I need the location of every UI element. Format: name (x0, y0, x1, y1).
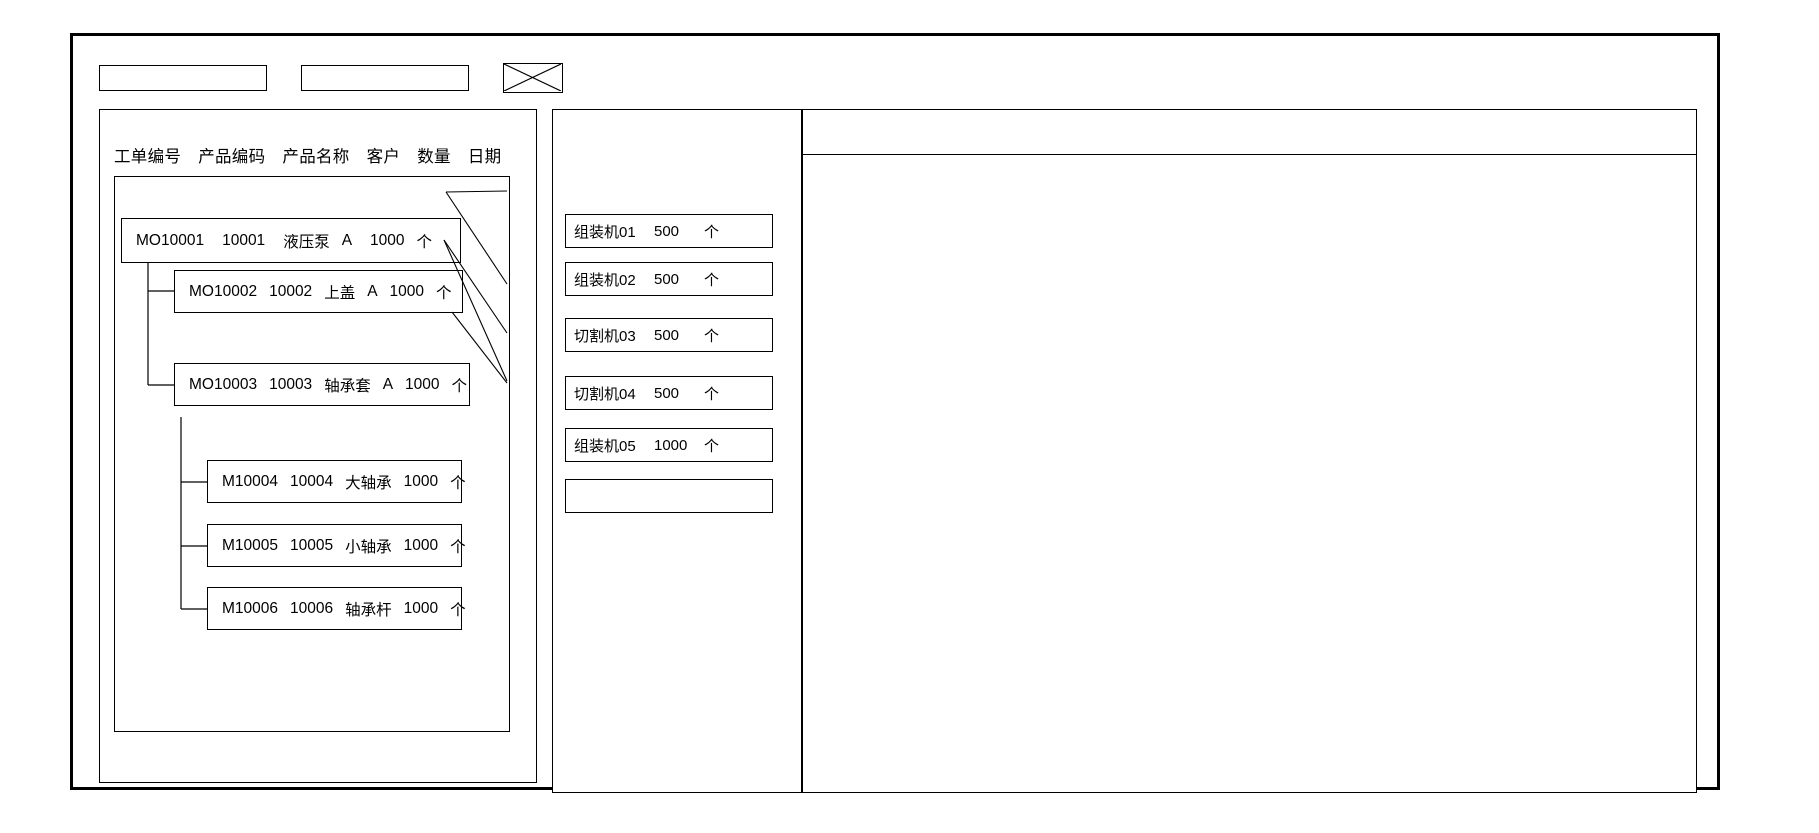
work-order-tree-container: MO10001 10001 液压泵 A 1000 个 MO10002 10002… (114, 176, 510, 732)
toolbar-field-2[interactable] (301, 65, 469, 91)
machine-row-empty[interactable] (565, 479, 773, 513)
tree-row[interactable]: MO10002 10002 上盖 A 1000 个 (174, 270, 463, 313)
machine-unit: 个 (704, 327, 720, 345)
row-order-no: M10005 (222, 536, 279, 554)
machine-row[interactable]: 组装机01 500 个 (565, 214, 773, 248)
row-order-no: MO10002 (189, 282, 258, 300)
row-product-name: 小轴承 (345, 538, 392, 556)
row-order-no: MO10003 (189, 375, 258, 393)
row-quantity: 1000 (405, 375, 440, 393)
row-product-code: 10006 (290, 599, 334, 617)
row-quantity: 1000 (403, 599, 439, 617)
row-unit: 个 (450, 601, 466, 619)
column-header-order-no: 工单编号 (114, 148, 182, 166)
row-product-code: 10001 (222, 231, 266, 249)
row-quantity: 1000 (389, 282, 425, 300)
machine-row[interactable]: 组装机02 500 个 (565, 262, 773, 296)
row-product-name: 轴承套 (324, 377, 371, 395)
machine-quantity: 500 (654, 384, 680, 402)
work-order-panel: 工单编号 产品编码 产品名称 客户 数量 日期 (99, 109, 537, 783)
row-customer: A (382, 375, 394, 393)
row-product-code: 10003 (269, 375, 313, 393)
tree-row[interactable]: M10006 10006 轴承杆 1000 个 (207, 587, 466, 630)
row-product-name: 轴承杆 (345, 601, 392, 619)
machine-name: 切割机03 (574, 327, 636, 345)
row-unit: 个 (451, 377, 468, 395)
machine-quantity: 500 (654, 222, 680, 240)
machine-name: 切割机04 (574, 385, 636, 403)
machine-unit: 个 (704, 271, 720, 289)
toolbar-field-1[interactable] (99, 65, 267, 91)
column-header-date: 日期 (467, 148, 502, 166)
column-header-quantity: 数量 (417, 148, 451, 166)
row-unit: 个 (416, 233, 433, 251)
tree-row[interactable]: MO10003 10003 轴承套 A 1000 个 (174, 363, 470, 406)
row-customer: A (367, 282, 378, 300)
machine-row[interactable]: 组装机05 1000 个 (565, 428, 773, 462)
row-order-no: M10006 (222, 599, 279, 617)
tree-row[interactable]: MO10001 10001 液压泵 A 1000 个 (121, 218, 461, 263)
toolbar (99, 63, 563, 93)
column-header-product-name: 产品名称 (282, 148, 350, 166)
row-order-no: M10004 (222, 472, 279, 490)
machine-unit: 个 (704, 385, 720, 403)
detail-panel-header-divider (803, 154, 1696, 155)
machine-allocation-panel: 组装机01 500 个 组装机02 500 个 切割机03 500 个 切割机0… (552, 109, 802, 793)
row-unit: 个 (436, 284, 452, 302)
column-header-product-code: 产品编码 (198, 148, 266, 166)
work-order-column-headers: 工单编号 产品编码 产品名称 客户 数量 日期 (114, 143, 501, 167)
image-placeholder-icon (503, 63, 563, 93)
machine-row[interactable]: 切割机04 500 个 (565, 376, 773, 410)
row-product-code: 10005 (290, 536, 334, 554)
row-product-code: 10004 (290, 472, 334, 490)
detail-panel (802, 109, 1697, 793)
work-order-tree: MO10001 10001 液压泵 A 1000 个 MO10002 10002… (115, 177, 509, 731)
row-unit: 个 (450, 538, 466, 556)
machine-name: 组装机02 (574, 271, 636, 289)
machine-unit: 个 (704, 223, 720, 241)
row-product-code: 10002 (269, 282, 313, 300)
machine-quantity: 500 (654, 270, 680, 288)
tree-row[interactable]: M10005 10005 小轴承 1000 个 (207, 524, 466, 567)
machine-name: 组装机05 (574, 437, 636, 455)
column-header-customer: 客户 (366, 148, 401, 166)
row-order-no: MO10001 (136, 231, 205, 249)
machine-quantity: 1000 (654, 436, 688, 454)
machine-row[interactable]: 切割机03 500 个 (565, 318, 773, 352)
machine-name: 组装机01 (574, 223, 636, 241)
app-window: 工单编号 产品编码 产品名称 客户 数量 日期 (70, 33, 1720, 793)
row-product-name: 液压泵 (283, 233, 330, 251)
tree-row[interactable]: M10004 10004 大轴承 1000 个 (207, 460, 466, 503)
row-product-name: 上盖 (324, 284, 356, 302)
row-customer: A (341, 231, 353, 249)
row-product-name: 大轴承 (345, 474, 392, 492)
row-quantity: 1000 (370, 231, 405, 249)
row-unit: 个 (450, 474, 466, 492)
row-quantity: 1000 (403, 536, 439, 554)
row-quantity: 1000 (403, 472, 439, 490)
machine-quantity: 500 (654, 326, 680, 344)
machine-unit: 个 (704, 437, 720, 455)
